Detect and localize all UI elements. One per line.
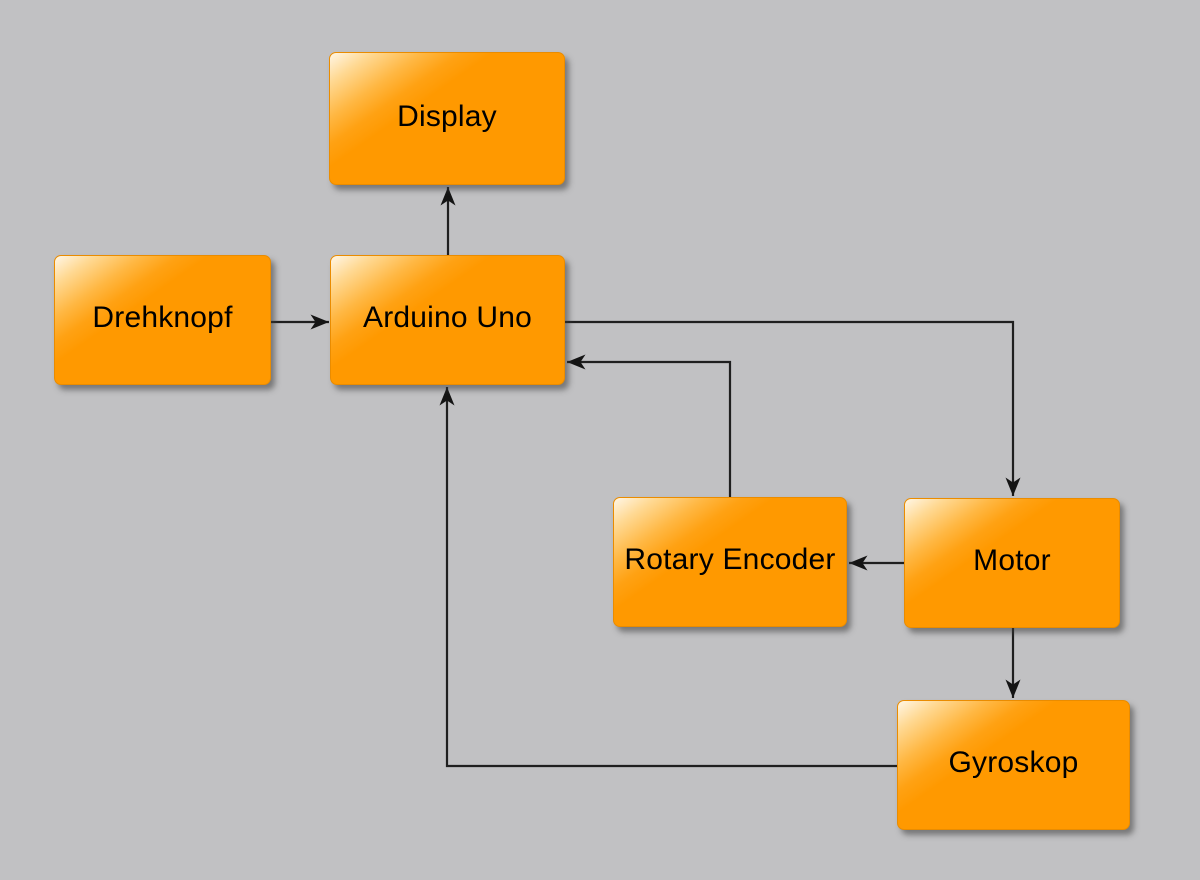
node-display-label: Display [397,99,497,133]
node-motor-label: Motor [973,544,1051,577]
node-drehknopf-label: Drehknopf [92,301,233,334]
node-display: Display [329,52,565,185]
node-rotary-encoder: Rotary Encoder [613,497,847,627]
node-arduino-uno: Arduino Uno [330,255,565,385]
node-gyroskop: Gyroskop [897,700,1130,830]
node-drehknopf: Drehknopf [54,255,271,385]
node-arduino-uno-label: Arduino Uno [363,301,532,334]
edge-gyroskop-to-arduino [439,387,897,768]
edge-rotary-encoder-to-arduino [567,354,732,497]
node-motor: Motor [904,498,1120,628]
node-gyroskop-label: Gyroskop [948,746,1079,779]
node-rotary-encoder-label: Rotary Encoder [624,543,836,576]
edge-arduino-to-motor [565,320,1021,496]
